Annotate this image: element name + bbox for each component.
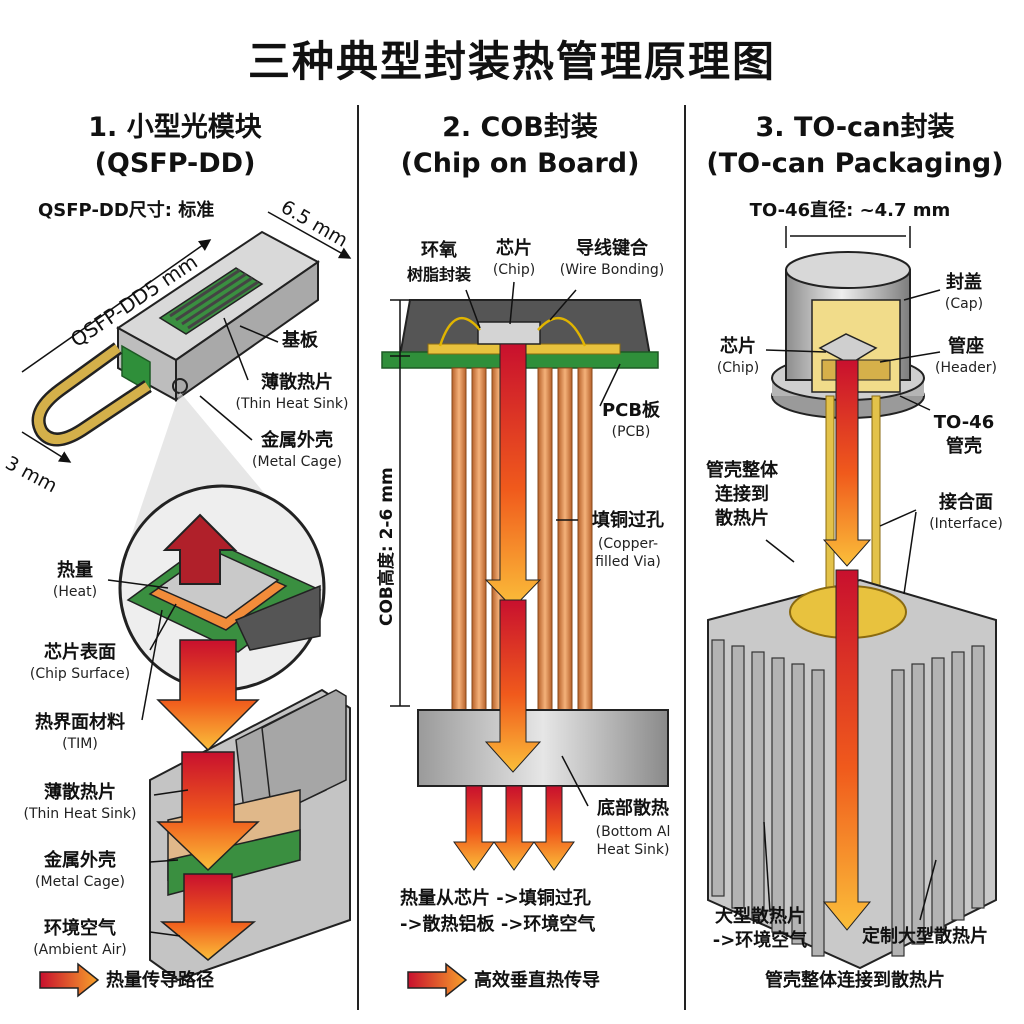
detail-thin-sink-en: (Thin Heat Sink) <box>23 806 137 822</box>
qsfp-size-label: QSFP-DD尺寸: 标准 <box>38 200 215 221</box>
label-bottom-sink: 底部散热 <box>597 798 669 819</box>
legend-label-panel2: 高效垂直热传导 <box>474 970 600 991</box>
detail-tim: 热界面材料 <box>35 712 125 733</box>
detail-ambient-air: 环境空气 <box>44 918 116 939</box>
label-wire-bonding: 导线键合 <box>576 238 648 259</box>
label-interface-en: (Interface) <box>929 516 1003 532</box>
legend-arrow-panel2 <box>407 962 468 998</box>
label-bottom-sink-en-2: Heat Sink) <box>596 842 670 858</box>
detail-chip-surface: 芯片表面 <box>44 642 116 663</box>
label-large-sink-2: ->环境空气 <box>712 930 808 951</box>
qsfp-detail-view <box>118 484 351 982</box>
qsfp-module <box>31 230 320 447</box>
label-pcb-en: (PCB) <box>611 424 651 440</box>
cob-path-line-1: 热量从芯片 ->填铜过孔 <box>400 888 591 909</box>
to-heat-arrow-lower <box>822 569 872 931</box>
page-title: 三种典型封装热管理原理图 <box>247 37 776 86</box>
label-via-en-2: filled Via) <box>595 554 661 570</box>
detail-thin-sink: 薄散热片 <box>44 782 116 803</box>
panel2-title: 2. COB封装 <box>442 112 598 143</box>
label-pcb: PCB板 <box>601 400 661 421</box>
label-bottom-sink-en-1: (Bottom Al <box>595 824 671 840</box>
label-epoxy-1: 环氧 <box>421 240 457 261</box>
detail-ambient-air-en: (Ambient Air) <box>33 942 127 958</box>
label-wire-bonding-en: (Wire Bonding) <box>559 262 665 278</box>
dim-line-height <box>21 431 72 463</box>
detail-heat: 热量 <box>57 560 93 581</box>
to-diameter-label: TO-46直径: ~4.7 mm <box>749 200 951 221</box>
label-cap-en: (Cap) <box>944 296 984 312</box>
detail-chip-surface-en: (Chip Surface) <box>29 666 131 682</box>
panel3-title: 3. TO-can封装 <box>755 112 955 143</box>
label-to-chip-en: (Chip) <box>716 360 760 376</box>
label-cob-chip-en: (Chip) <box>492 262 536 278</box>
label-header: 管座 <box>948 336 984 357</box>
divider-left <box>357 105 359 1010</box>
legend-label-panel1: 热量传导路径 <box>106 970 214 991</box>
detail-tim-en: (TIM) <box>62 736 98 752</box>
label-via-en-1: (Copper- <box>597 536 659 552</box>
label-cap: 封盖 <box>946 272 982 293</box>
label-substrate: 基板 <box>282 330 318 351</box>
label-shell-1: TO-46 <box>933 412 995 433</box>
label-metal-cage: 金属外壳 <box>261 430 333 451</box>
detail-heat-en: (Heat) <box>52 584 98 600</box>
legend-arrow-panel1 <box>39 962 100 998</box>
to-heat-arrow-upper <box>822 359 872 567</box>
to-diameter-dim <box>785 226 911 248</box>
panel1-subtitle: (QSFP-DD) <box>94 148 256 179</box>
label-connect-1: 管壳整体 <box>706 460 778 481</box>
label-large-sink-1: 大型散热片 <box>715 906 805 927</box>
label-cob-chip: 芯片 <box>496 238 532 259</box>
label-metal-cage-en: (Metal Cage) <box>252 454 342 470</box>
label-interface: 接合面 <box>939 492 993 513</box>
label-connect-2: 连接到 <box>715 484 769 505</box>
label-header-en: (Header) <box>935 360 997 376</box>
label-to-chip: 芯片 <box>720 336 756 357</box>
panel1-title: 1. 小型光模块 <box>88 112 262 143</box>
cob-path-line-2: ->散热铝板 ->环境空气 <box>400 914 596 935</box>
label-thin-sink-en: (Thin Heat Sink) <box>235 396 349 412</box>
label-thin-sink: 薄散热片 <box>261 372 333 393</box>
label-epoxy-2: 树脂封装 <box>406 265 471 284</box>
label-connect-3: 散热片 <box>715 508 769 529</box>
label-custom-sink: 定制大型散热片 <box>862 926 988 947</box>
cob-height-dim <box>390 299 410 707</box>
dim-line-length <box>21 239 212 373</box>
label-shell-2: 管壳 <box>946 436 982 457</box>
panel2-subtitle: (Chip on Board) <box>400 148 640 179</box>
divider-right <box>684 105 686 1010</box>
cob-height-label: COB高度: 2-6 mm <box>377 467 397 626</box>
detail-metal-cage: 金属外壳 <box>44 850 116 871</box>
panel3-subtitle: (TO-can Packaging) <box>706 148 1004 179</box>
cob-assembly <box>381 299 669 871</box>
legend-label-panel3: 管壳整体连接到散热片 <box>765 970 945 991</box>
dim-line-width <box>267 211 352 259</box>
label-via: 填铜过孔 <box>592 510 664 531</box>
detail-metal-cage-en: (Metal Cage) <box>35 874 125 890</box>
